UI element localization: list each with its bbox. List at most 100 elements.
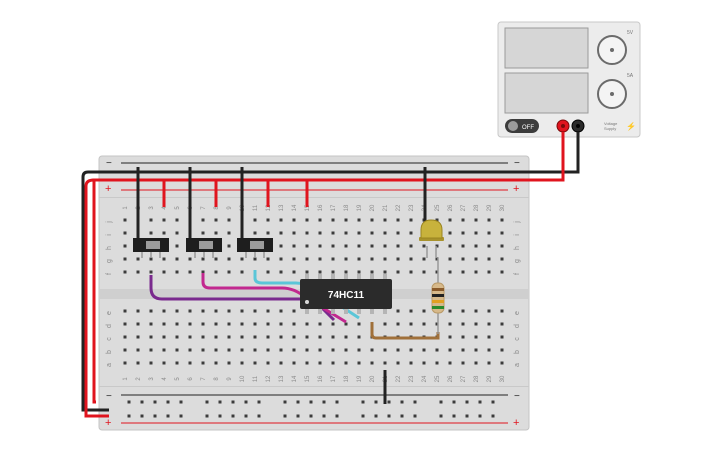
- breadboard-hole[interactable]: [500, 309, 504, 313]
- breadboard-hole[interactable]: [357, 218, 361, 222]
- breadboard-hole[interactable]: [253, 361, 257, 365]
- breadboard-hole[interactable]: [279, 348, 283, 352]
- breadboard-hole[interactable]: [474, 309, 478, 313]
- breadboard-hole[interactable]: [205, 400, 209, 404]
- breadboard-hole[interactable]: [487, 361, 491, 365]
- breadboard-hole[interactable]: [331, 322, 335, 326]
- breadboard-hole[interactable]: [149, 348, 153, 352]
- breadboard-hole[interactable]: [149, 231, 153, 235]
- breadboard-hole[interactable]: [448, 309, 452, 313]
- breadboard-hole[interactable]: [279, 244, 283, 248]
- breadboard-hole[interactable]: [231, 414, 235, 418]
- breadboard-hole[interactable]: [218, 400, 222, 404]
- breadboard-hole[interactable]: [123, 231, 127, 235]
- breadboard-hole[interactable]: [305, 335, 309, 339]
- breadboard-hole[interactable]: [175, 270, 179, 274]
- breadboard-hole[interactable]: [214, 218, 218, 222]
- breadboard-hole[interactable]: [201, 257, 205, 261]
- breadboard-hole[interactable]: [162, 335, 166, 339]
- breadboard-hole[interactable]: [123, 309, 127, 313]
- breadboard-hole[interactable]: [422, 309, 426, 313]
- breadboard-hole[interactable]: [383, 231, 387, 235]
- breadboard-hole[interactable]: [166, 414, 170, 418]
- breadboard-hole[interactable]: [448, 244, 452, 248]
- breadboard-hole[interactable]: [413, 414, 417, 418]
- breadboard-hole[interactable]: [387, 414, 391, 418]
- breadboard-hole[interactable]: [123, 361, 127, 365]
- breadboard-hole[interactable]: [292, 322, 296, 326]
- breadboard-hole[interactable]: [461, 309, 465, 313]
- breadboard-hole[interactable]: [296, 400, 300, 404]
- breadboard-hole[interactable]: [422, 257, 426, 261]
- breadboard-hole[interactable]: [322, 414, 326, 418]
- breadboard-hole[interactable]: [279, 231, 283, 235]
- breadboard-hole[interactable]: [461, 231, 465, 235]
- breadboard-hole[interactable]: [292, 218, 296, 222]
- breadboard-hole[interactable]: [123, 335, 127, 339]
- ic-chip-74hc11[interactable]: 74HC11: [300, 274, 392, 314]
- power-supply[interactable]: 5V 5A OFF Voltage Supply ⚡: [497, 21, 641, 138]
- breadboard-hole[interactable]: [383, 322, 387, 326]
- breadboard-hole[interactable]: [305, 244, 309, 248]
- breadboard-hole[interactable]: [188, 257, 192, 261]
- breadboard-hole[interactable]: [162, 218, 166, 222]
- brown-signal-wire[interactable]: [370, 322, 440, 340]
- black-supply-wire[interactable]: [109, 132, 580, 174]
- breadboard-hole[interactable]: [253, 257, 257, 261]
- breadboard-hole[interactable]: [487, 257, 491, 261]
- breadboard-hole[interactable]: [257, 414, 261, 418]
- breadboard-hole[interactable]: [305, 348, 309, 352]
- breadboard-hole[interactable]: [279, 257, 283, 261]
- breadboard-hole[interactable]: [461, 335, 465, 339]
- switch-2-slider[interactable]: [199, 241, 213, 249]
- breadboard-hole[interactable]: [357, 244, 361, 248]
- breadboard-hole[interactable]: [201, 322, 205, 326]
- breadboard-hole[interactable]: [461, 348, 465, 352]
- breadboard-hole[interactable]: [214, 335, 218, 339]
- breadboard-hole[interactable]: [179, 400, 183, 404]
- breadboard-hole[interactable]: [188, 361, 192, 365]
- breadboard-hole[interactable]: [331, 231, 335, 235]
- breadboard-hole[interactable]: [448, 270, 452, 274]
- breadboard-hole[interactable]: [344, 257, 348, 261]
- wires[interactable]: [81, 132, 580, 418]
- breadboard-hole[interactable]: [409, 244, 413, 248]
- breadboard-hole[interactable]: [435, 244, 439, 248]
- breadboard-hole[interactable]: [487, 335, 491, 339]
- breadboard-hole[interactable]: [175, 218, 179, 222]
- slide-switch-1[interactable]: [133, 238, 169, 258]
- breadboard-hole[interactable]: [266, 348, 270, 352]
- breadboard-hole[interactable]: [123, 348, 127, 352]
- breadboard-hole[interactable]: [292, 309, 296, 313]
- breadboard-hole[interactable]: [435, 322, 439, 326]
- breadboard-hole[interactable]: [127, 400, 131, 404]
- breadboard-hole[interactable]: [357, 231, 361, 235]
- breadboard-hole[interactable]: [474, 244, 478, 248]
- breadboard-hole[interactable]: [149, 270, 153, 274]
- breadboard-hole[interactable]: [435, 270, 439, 274]
- breadboard-hole[interactable]: [296, 414, 300, 418]
- breadboard-hole[interactable]: [240, 361, 244, 365]
- breadboard-hole[interactable]: [344, 348, 348, 352]
- breadboard-hole[interactable]: [175, 309, 179, 313]
- breadboard-hole[interactable]: [409, 257, 413, 261]
- breadboard-hole[interactable]: [305, 322, 309, 326]
- breadboard-hole[interactable]: [149, 309, 153, 313]
- breadboard-hole[interactable]: [240, 309, 244, 313]
- breadboard-hole[interactable]: [244, 414, 248, 418]
- breadboard-hole[interactable]: [162, 322, 166, 326]
- breadboard-hole[interactable]: [279, 218, 283, 222]
- breadboard-hole[interactable]: [175, 244, 179, 248]
- breadboard-hole[interactable]: [240, 348, 244, 352]
- breadboard-hole[interactable]: [127, 414, 131, 418]
- breadboard-hole[interactable]: [474, 335, 478, 339]
- breadboard-hole[interactable]: [461, 322, 465, 326]
- breadboard-hole[interactable]: [136, 270, 140, 274]
- breadboard-hole[interactable]: [396, 218, 400, 222]
- breadboard-hole[interactable]: [257, 400, 261, 404]
- breadboard-hole[interactable]: [305, 270, 309, 274]
- breadboard-hole[interactable]: [175, 361, 179, 365]
- breadboard-hole[interactable]: [153, 414, 157, 418]
- breadboard-hole[interactable]: [136, 348, 140, 352]
- breadboard-hole[interactable]: [179, 414, 183, 418]
